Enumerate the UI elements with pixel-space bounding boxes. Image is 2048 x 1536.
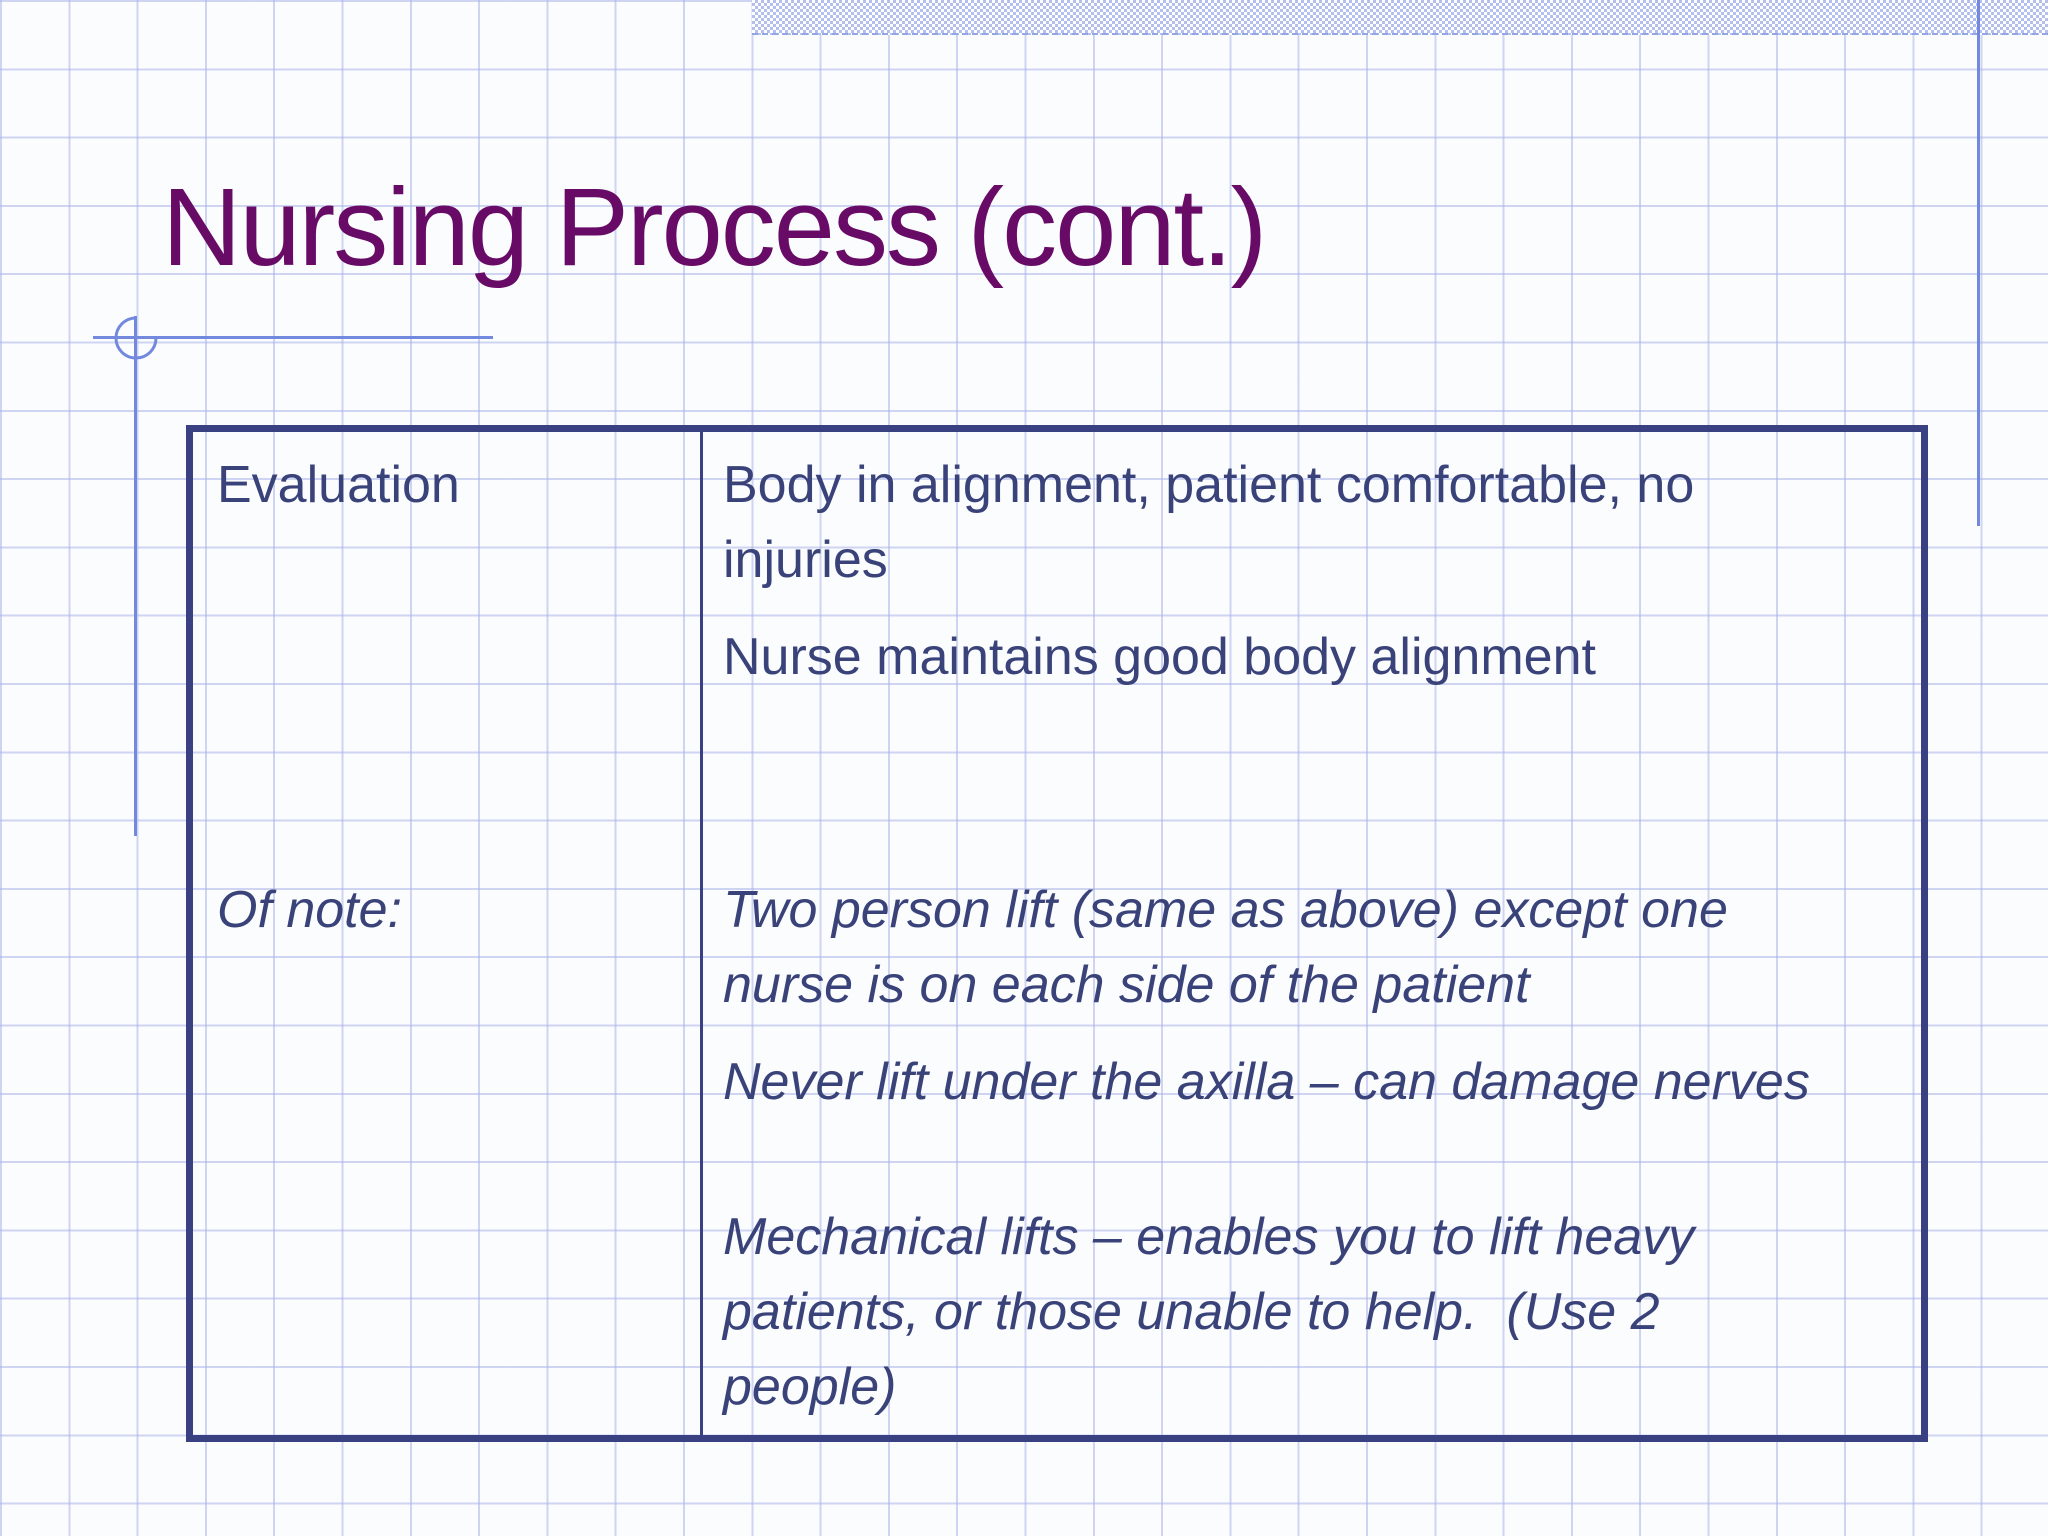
table-column-content: Body in alignment, patient comfortable, … <box>703 432 1921 1435</box>
note-paragraph-1: Two person lift (same as above) except o… <box>723 881 1728 1014</box>
note-paragraph-3: Mechanical lifts – enables you to lift h… <box>723 1208 1695 1416</box>
note-paragraph-2: Never lift under the axilla – can damage… <box>723 1053 1810 1111</box>
evaluation-paragraph-2: Nurse maintains good body alignment <box>723 628 1596 686</box>
left-accent-line <box>134 316 137 836</box>
right-accent-line <box>1977 0 1980 526</box>
content-table: Evaluation Of note: Body in alignment, p… <box>186 425 1928 1442</box>
table-column-labels: Evaluation Of note: <box>193 432 703 1435</box>
evaluation-paragraph-1: Body in alignment, patient comfortable, … <box>723 456 1695 589</box>
page-title: Nursing Process (cont.) <box>162 166 1267 289</box>
evaluation-label: Evaluation <box>217 456 460 514</box>
of-note-label: Of note: <box>217 881 402 939</box>
title-underline <box>93 336 493 339</box>
top-accent-bar <box>752 0 2048 35</box>
compass-circle-icon <box>114 316 158 360</box>
